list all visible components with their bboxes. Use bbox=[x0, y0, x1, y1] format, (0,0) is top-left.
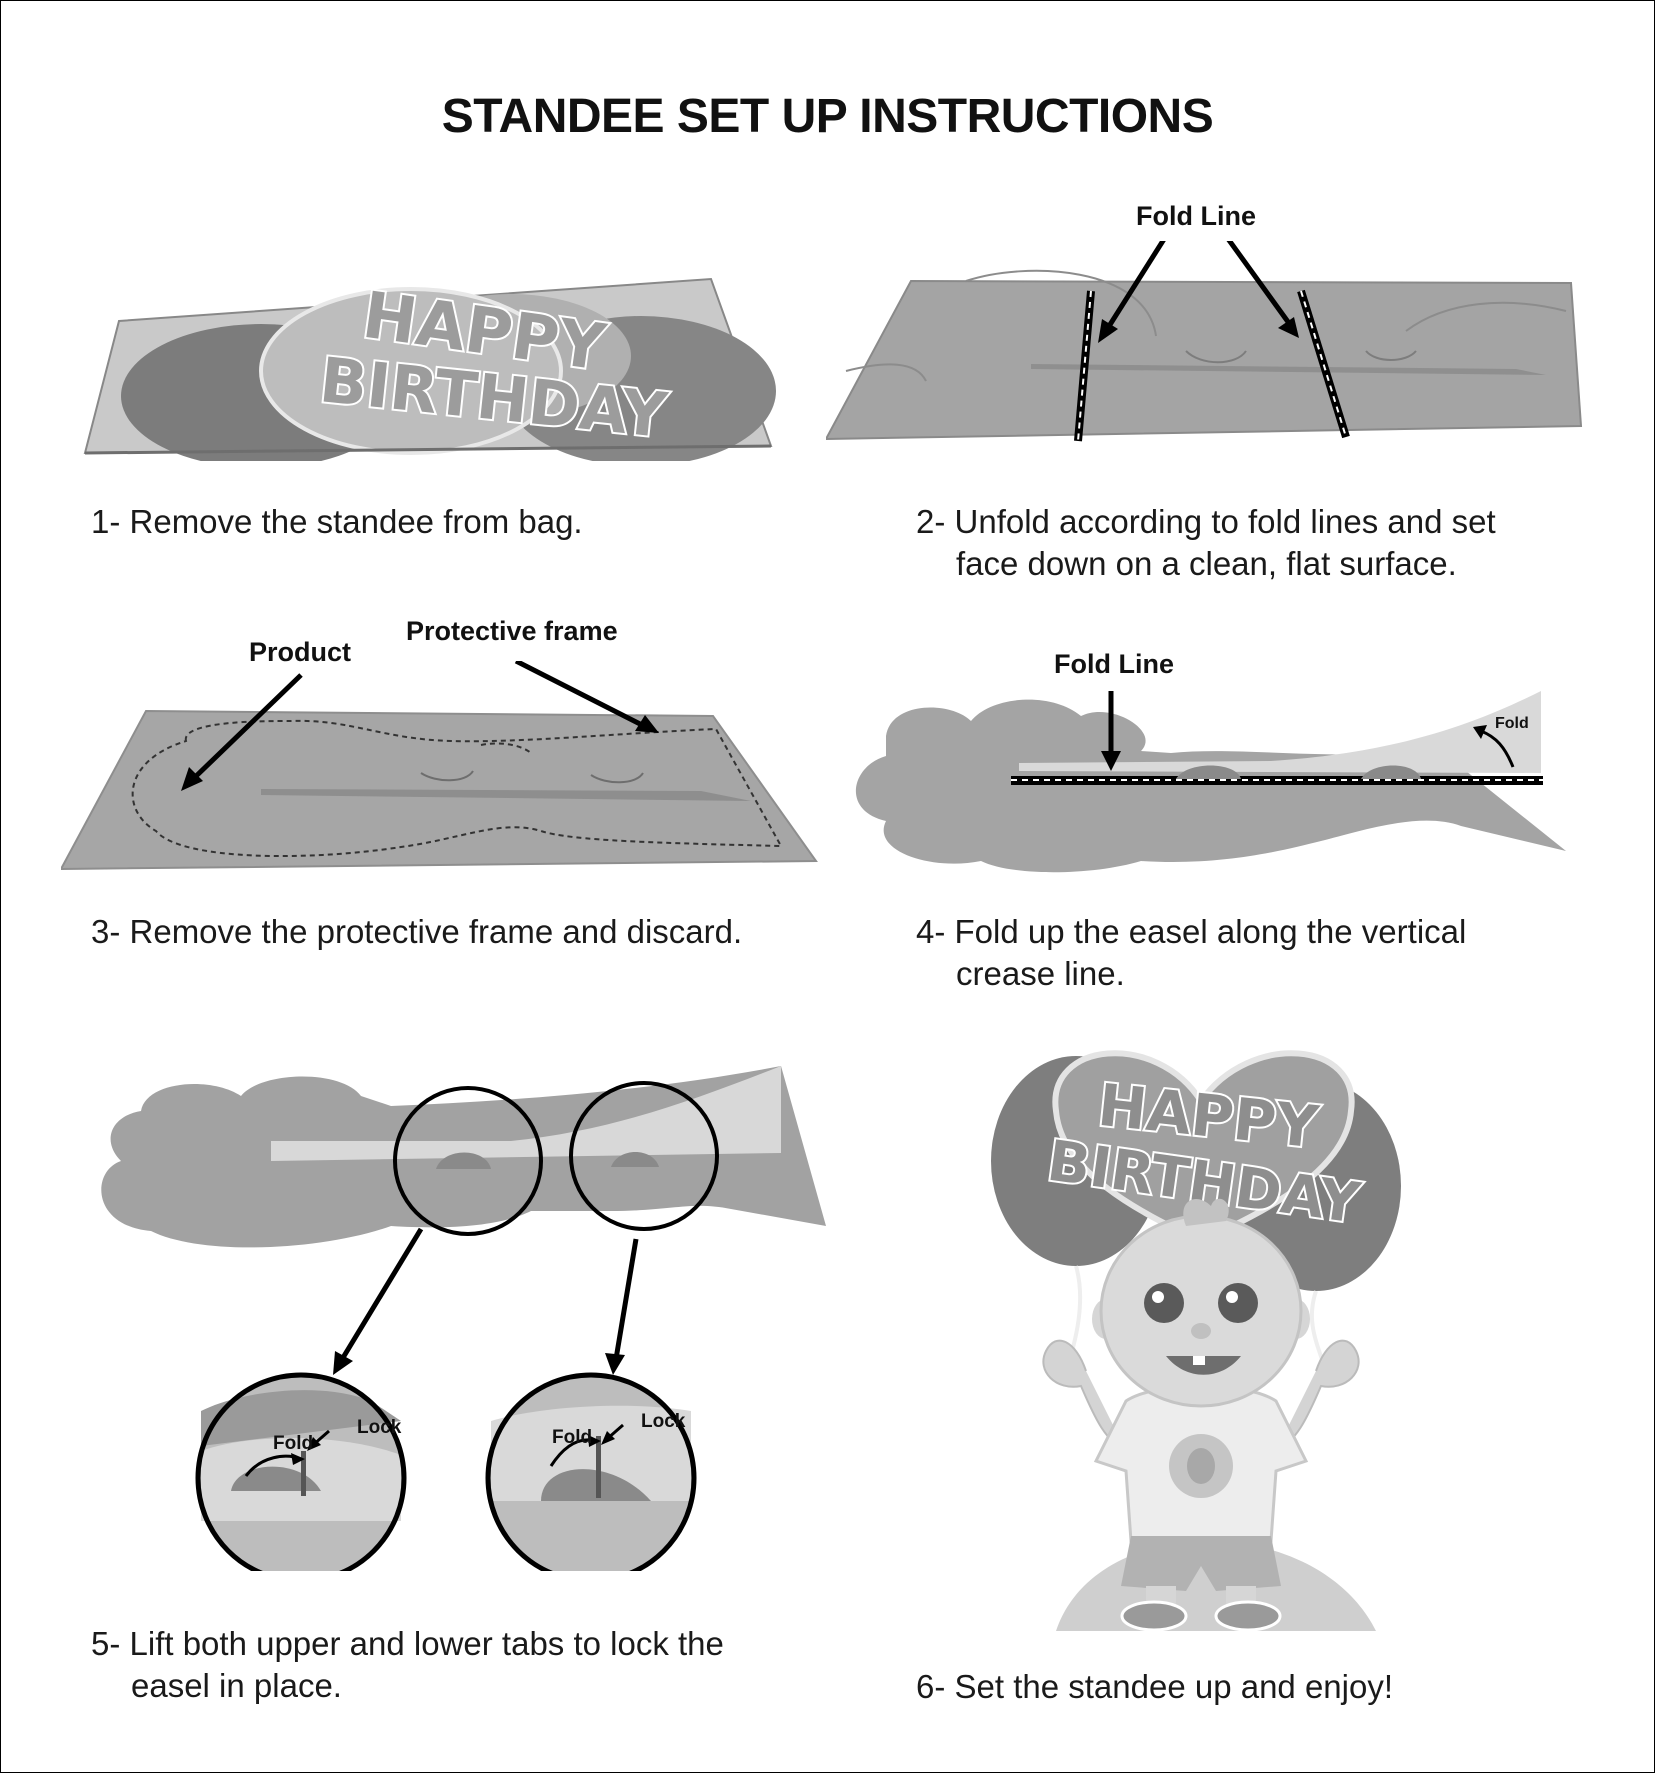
step5-line1: 5- Lift both upper and lower tabs to loc… bbox=[91, 1625, 724, 1662]
shoe-left bbox=[1120, 1600, 1188, 1631]
step5-line2: easel in place. bbox=[131, 1667, 342, 1704]
zoom-circle-right bbox=[569, 1081, 719, 1231]
shorts bbox=[1121, 1536, 1281, 1591]
step1-caption: 1- Remove the standee from bag. bbox=[91, 501, 583, 543]
fold-label-right: Fold bbox=[552, 1427, 593, 1448]
step2-line1: 2- Unfold according to fold lines and se… bbox=[916, 503, 1496, 540]
baby-head bbox=[1099, 1214, 1303, 1408]
protective-frame-label: Protective frame bbox=[406, 616, 618, 646]
fold-label-step4: Fold bbox=[1495, 715, 1529, 732]
step2-line2: face down on a clean, flat surface. bbox=[956, 545, 1457, 582]
shoe-right bbox=[1214, 1600, 1282, 1631]
lock-label-right: Lock bbox=[641, 1411, 686, 1432]
step2-illustration bbox=[826, 241, 1583, 442]
step3-illustration bbox=[61, 661, 818, 871]
step6-line1: 6- Set the standee up and enjoy! bbox=[916, 1668, 1394, 1705]
fold-line-label-mid: Fold Line bbox=[1054, 649, 1174, 679]
step4-illustration bbox=[855, 691, 1566, 873]
fold-label-left: Fold bbox=[273, 1433, 314, 1454]
product-label: Product bbox=[249, 637, 352, 667]
step4-caption: 4- Fold up the easel along the vertical … bbox=[916, 911, 1466, 995]
step4-line2: crease line. bbox=[956, 955, 1125, 992]
step2-caption: 2- Unfold according to fold lines and se… bbox=[916, 501, 1496, 585]
fold-line-label-top: Fold Line bbox=[1136, 201, 1256, 231]
step1-line1: 1- Remove the standee from bag. bbox=[91, 503, 583, 540]
step5-caption: 5- Lift both upper and lower tabs to loc… bbox=[91, 1623, 724, 1707]
lock-label-left: Lock bbox=[357, 1417, 402, 1438]
step4-line1: 4- Fold up the easel along the vertical bbox=[916, 913, 1467, 950]
step1-illustration: HAPPY BIRTHDAY bbox=[83, 277, 776, 461]
step6-standee-illustration: HAPPY BIRTHDAY bbox=[991, 1050, 1401, 1631]
step3-line1: 3- Remove the protective frame and disca… bbox=[91, 913, 743, 950]
step6-caption: 6- Set the standee up and enjoy! bbox=[916, 1666, 1393, 1708]
page-title: STANDEE SET UP INSTRUCTIONS bbox=[441, 90, 1214, 143]
step5-illustration bbox=[101, 1066, 826, 1571]
zoom-circle-left bbox=[393, 1086, 543, 1236]
step3-caption: 3- Remove the protective frame and disca… bbox=[91, 911, 742, 953]
